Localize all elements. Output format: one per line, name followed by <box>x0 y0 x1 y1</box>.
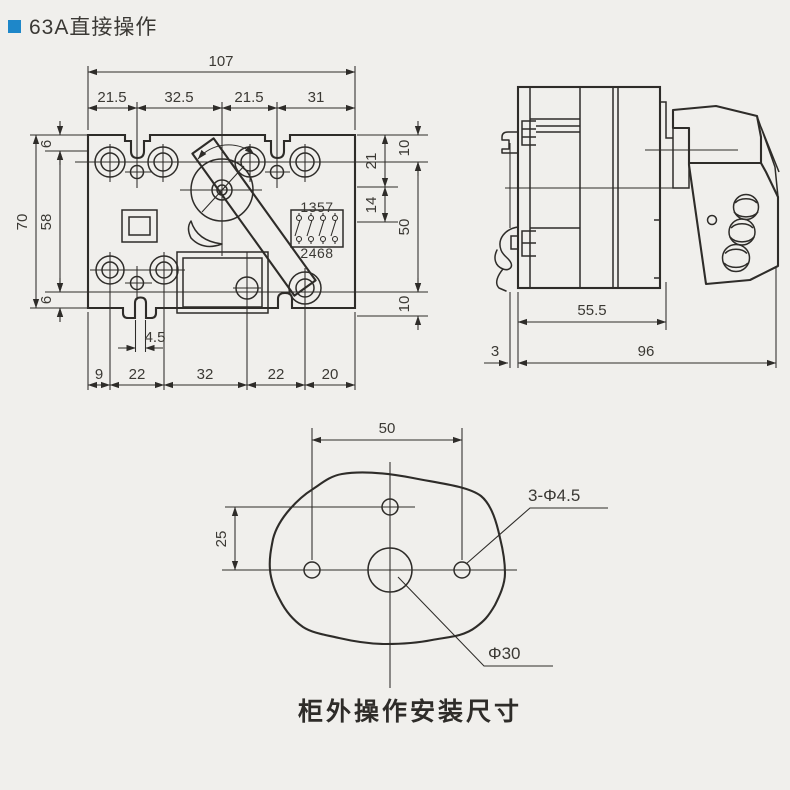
front-contact-block: 1357 2468 <box>290 199 344 261</box>
din-clip-top <box>501 131 519 154</box>
section-title: 63A直接操作 <box>8 11 157 41</box>
dim-label-25: 25 <box>213 531 230 548</box>
contact-terminals <box>295 214 339 243</box>
dim-label-4-5: 4.5 <box>145 329 166 346</box>
handle-edge-lines <box>756 115 780 198</box>
leader-center-hole <box>397 576 553 667</box>
contact-label-bottom: 2468 <box>300 245 333 261</box>
dim-label-31: 31 <box>308 89 325 106</box>
rotation-arrow-arc <box>197 144 255 160</box>
contact-block-frame <box>290 209 344 248</box>
dim-label-14: 14 <box>363 197 380 214</box>
dim-label-32b: 32 <box>197 366 214 383</box>
dim-label-50: 50 <box>379 420 396 437</box>
handle-bracket <box>672 127 690 189</box>
front-terminals <box>94 146 322 305</box>
title-text: 63A直接操作 <box>29 16 158 39</box>
dim-label-20: 20 <box>322 366 339 383</box>
side-center-lines <box>505 143 738 228</box>
dim-label-58: 58 <box>38 214 55 231</box>
dim-label-9: 9 <box>95 366 103 383</box>
dim-label-55-5: 55.5 <box>577 302 606 319</box>
rotary-handle-lever <box>191 137 317 297</box>
dim-label-21: 21 <box>363 153 380 170</box>
dim-label-center-hole: Φ30 <box>488 644 520 663</box>
dim-label-50r: 50 <box>396 219 413 236</box>
dim-label-21-5a: 21.5 <box>97 89 126 106</box>
title-bullet-icon <box>8 19 21 33</box>
dim-label-6t: 6 <box>38 140 55 148</box>
front-view: 1357 2468 <box>14 53 428 390</box>
din-clip-release-lever <box>494 226 519 292</box>
front-lower-block <box>176 251 269 314</box>
side-handle-assembly <box>671 104 780 286</box>
handle-small-hole <box>706 214 718 226</box>
dim-label-3: 3 <box>491 343 499 360</box>
front-center-extension-lines <box>30 66 428 390</box>
cutout-holes <box>303 498 471 593</box>
dim-label-small-holes: 3-Φ4.5 <box>528 486 580 505</box>
handle-face-plate <box>687 161 780 286</box>
cutout-center-lines <box>222 428 517 688</box>
dim-label-22b: 22 <box>268 366 285 383</box>
handle-head <box>671 104 763 165</box>
cutout-outline <box>268 471 507 646</box>
dim-label-70: 70 <box>14 214 31 231</box>
side-extension-lines <box>509 268 777 368</box>
contact-switch-symbols <box>294 213 337 244</box>
front-dimensions: 107 21.5 32.5 21.5 31 70 58 6 6 21 14 10… <box>14 53 422 389</box>
handle-screw-heads <box>706 193 760 273</box>
dim-label-22a: 22 <box>129 366 146 383</box>
front-square-window <box>121 209 158 243</box>
leader-small-holes <box>465 507 608 565</box>
dim-label-32-5: 32.5 <box>164 89 193 106</box>
dim-label-10t: 10 <box>396 140 413 157</box>
cutout-view: 50 25 3-Φ4.5 Φ30 <box>213 420 608 688</box>
dim-label-21-5b: 21.5 <box>234 89 263 106</box>
front-rotary-mechanism <box>187 137 317 297</box>
rotary-cam-crescent <box>187 220 223 248</box>
drawing-caption: 柜外操作安装尺寸 <box>297 698 522 726</box>
dim-label-6b: 6 <box>38 296 55 304</box>
side-view: 55.5 96 3 <box>484 85 780 368</box>
dim-label-10b: 10 <box>396 296 413 313</box>
rotary-shaft-outer <box>211 179 233 201</box>
side-dimensions: 55.5 96 3 <box>484 268 777 368</box>
contact-label-top: 1357 <box>300 199 333 215</box>
dim-label-96: 96 <box>638 343 655 360</box>
dim-label-107: 107 <box>208 53 233 70</box>
